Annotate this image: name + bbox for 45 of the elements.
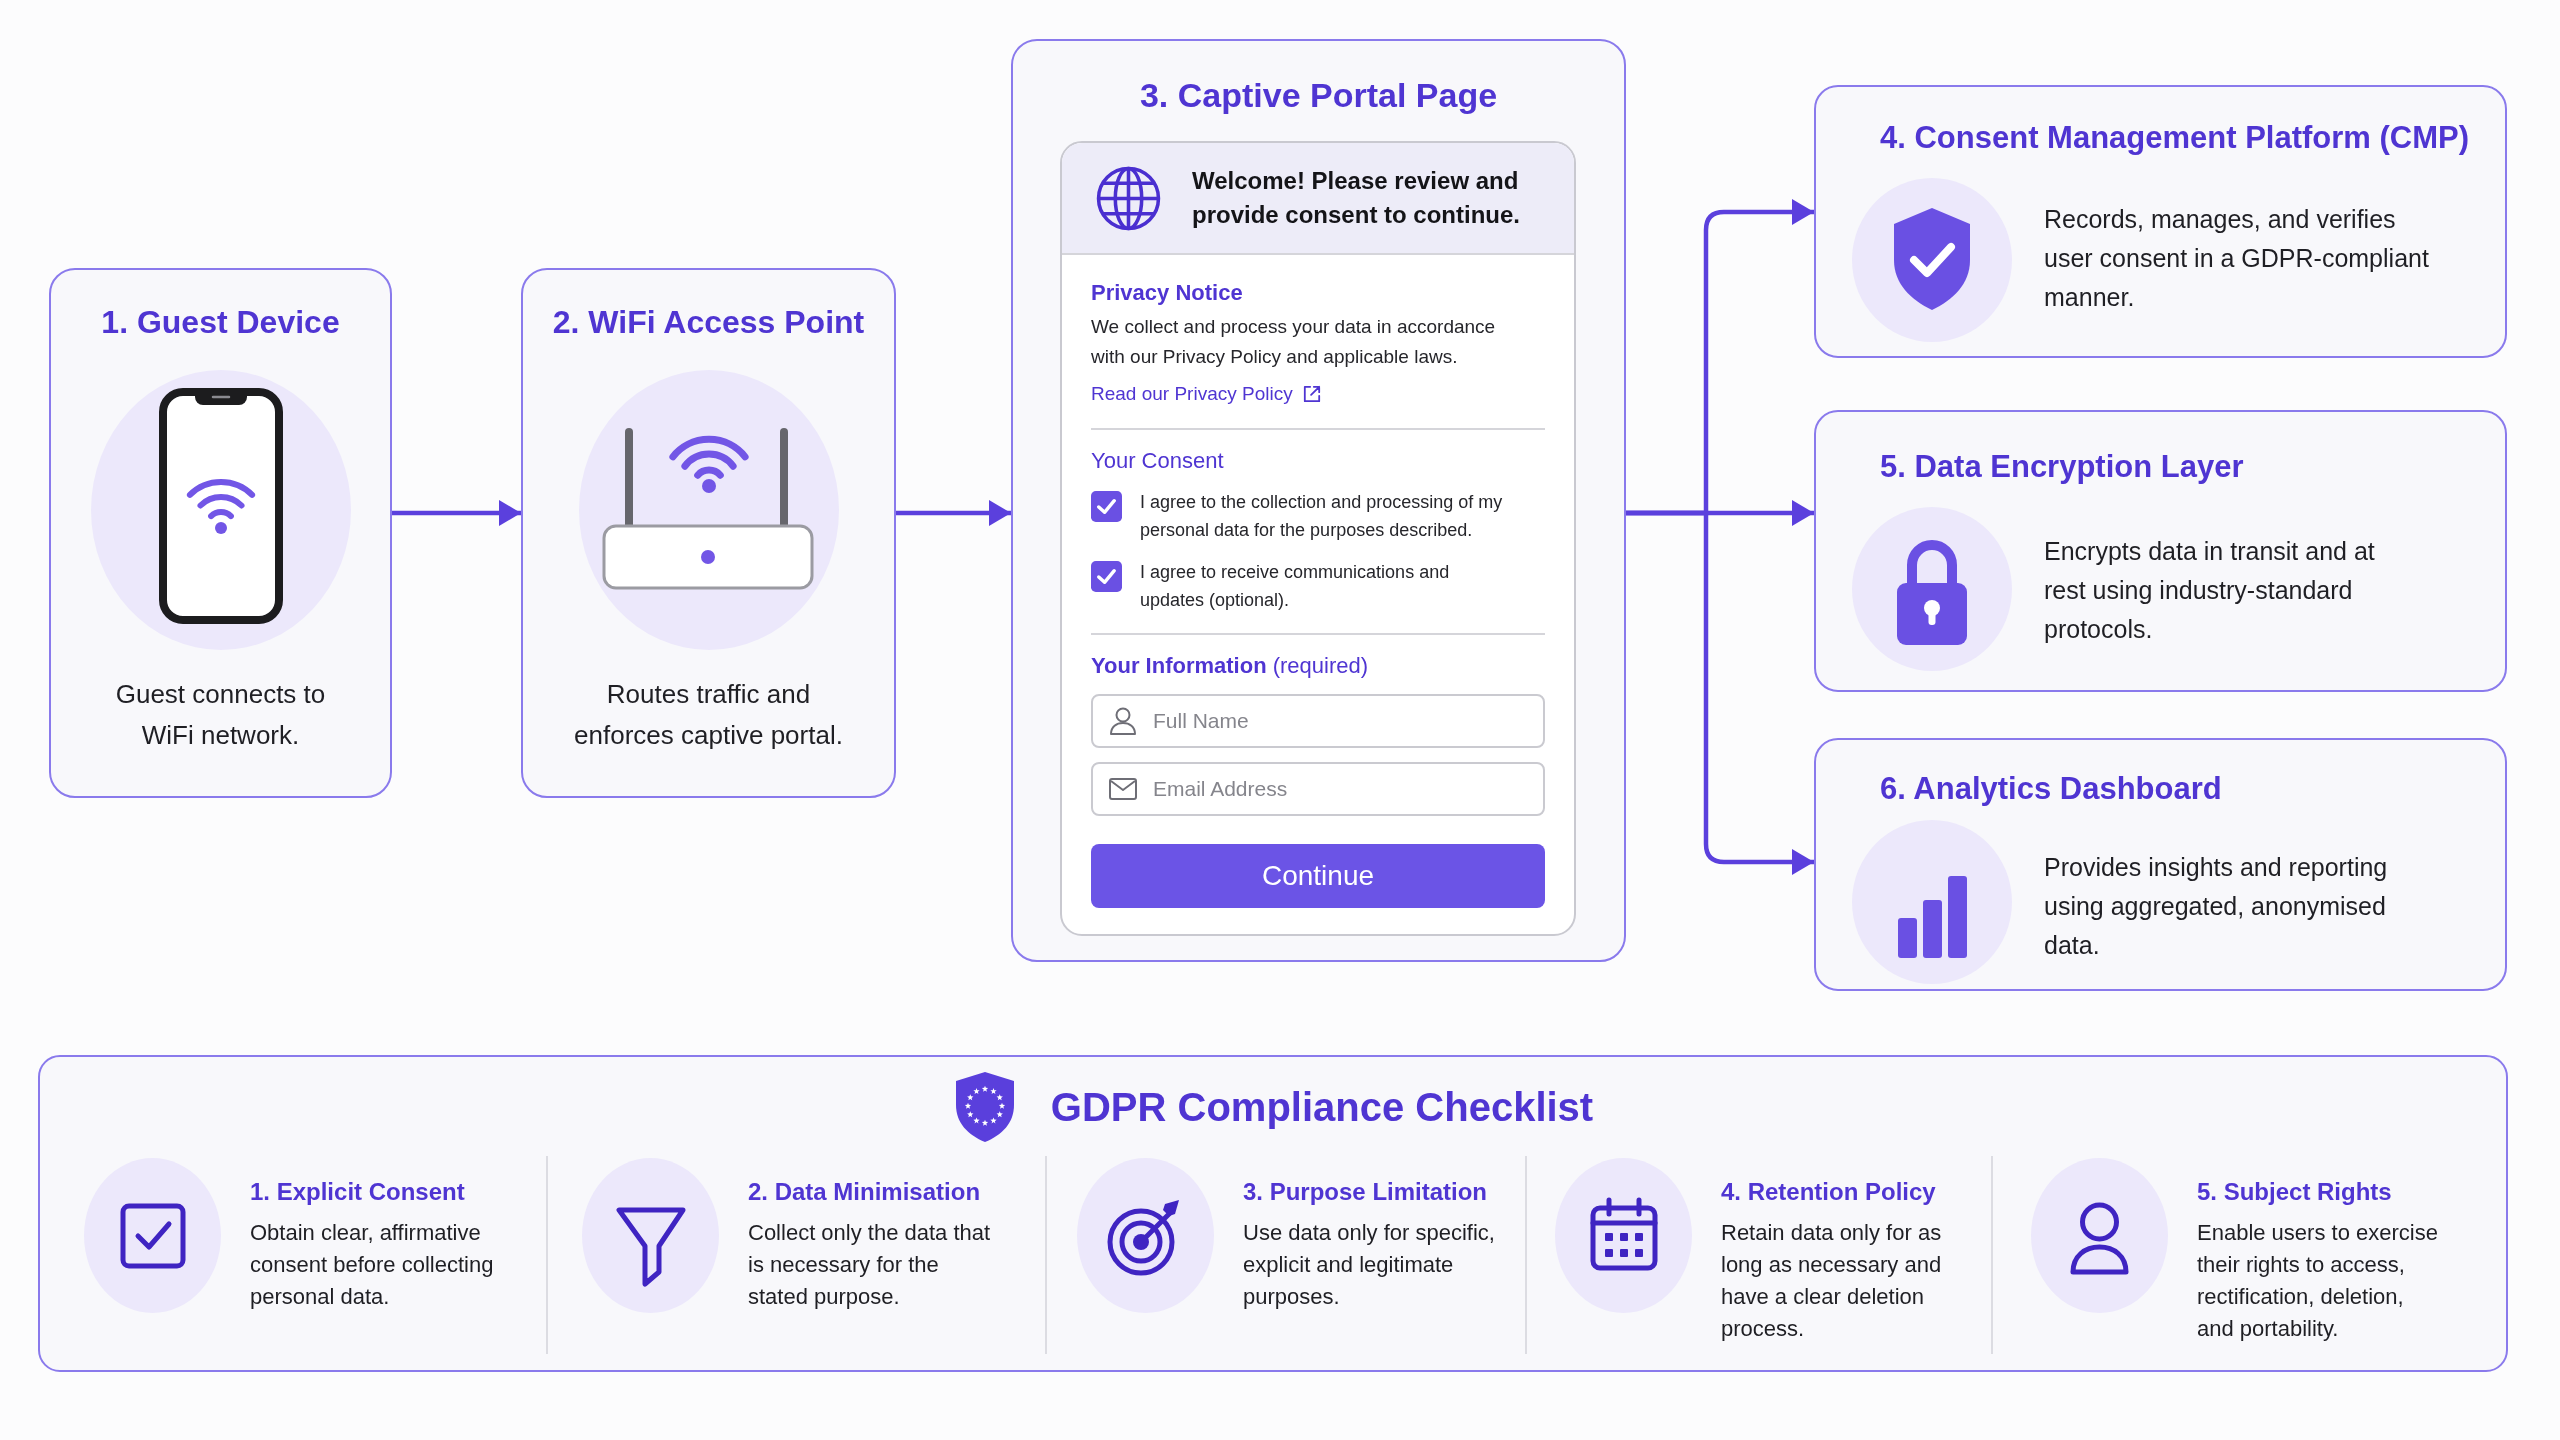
policy-link: Read our Privacy Policy	[1091, 379, 1321, 409]
checklist-panel	[38, 1055, 2508, 1372]
section-heading: Your Information (required)	[1091, 652, 1369, 680]
flow-arrow	[392, 500, 521, 526]
card-description: Guest connects to WiFi network.	[114, 678, 327, 752]
item-description: Enable users to exercise their rights to access, rectification, deletion, and portability.	[2197, 1219, 2439, 1343]
item-description: Retain data only for as long as necessary and have a clear deletion process.	[1721, 1219, 1943, 1343]
item-heading: 3. Purpose Limitation	[1243, 1177, 1488, 1207]
card-description: Encrypts data in transit and at rest using industry-standard protocols.	[2044, 536, 2376, 645]
card-description: Records, manages, and verifies user consent in a GDPR-compliant manner.	[2044, 204, 2430, 313]
input-field: Email Address	[1091, 762, 1545, 816]
input-field: Full Name	[1091, 694, 1545, 748]
item-heading: 4. Retention Policy	[1721, 1177, 1936, 1207]
panel-title: 3. Captive Portal Page	[1139, 75, 1498, 116]
card-title: 6. Analytics Dashboard	[1880, 770, 2222, 808]
component-card	[1814, 410, 2507, 692]
submit-button: Continue	[1091, 844, 1545, 908]
card-title: 4. Consent Management Platform (CMP)	[1880, 119, 2470, 157]
card-description: Provides insights and reporting using aggregated, anonymised data.	[2044, 852, 2389, 961]
portal-panel	[1011, 39, 1626, 962]
section-heading: Your Consent	[1091, 447, 1224, 475]
form-card	[1060, 141, 1576, 936]
flow-arrow	[1626, 510, 1814, 875]
consent-text: I agree to receive communications and updates (optional).	[1140, 561, 1451, 612]
card-description: Routes traffic and enforces captive portal.	[573, 678, 844, 752]
card-title: 5. Data Encryption Layer	[1880, 448, 2244, 486]
checklist-title: GDPR Compliance Checklist	[1050, 1084, 1594, 1131]
notice-text: We collect and process your data in accordance with our Privacy Policy and applicable laws.	[1091, 315, 1497, 369]
item-description: Obtain clear, affirmative consent before collecting personal data.	[250, 1219, 495, 1311]
component-card	[1814, 738, 2507, 991]
item-heading: 2. Data Minimisation	[748, 1177, 981, 1207]
step-card	[521, 268, 896, 798]
card-title: 2. WiFi Access Point	[552, 303, 865, 342]
item-description: Use data only for specific, explicit and legitimate purposes.	[1243, 1219, 1496, 1311]
card-title: 1. Guest Device	[101, 303, 340, 342]
item-heading: 5. Subject Rights	[2197, 1177, 2392, 1207]
header-band	[1062, 143, 1574, 255]
flow-arrow	[896, 500, 1011, 526]
component-card	[1814, 85, 2507, 358]
step-card	[49, 268, 392, 798]
item-description: Collect only the data that is necessary for the stated purpose.	[748, 1219, 992, 1311]
section-heading: Privacy Notice	[1091, 279, 1243, 307]
consent-text: I agree to the collection and processing of my personal data for the purposes described.	[1140, 491, 1504, 542]
item-heading: 1. Explicit Consent	[250, 1177, 465, 1207]
welcome-text: Welcome! Please review and provide consent to continue.	[1192, 166, 1522, 230]
